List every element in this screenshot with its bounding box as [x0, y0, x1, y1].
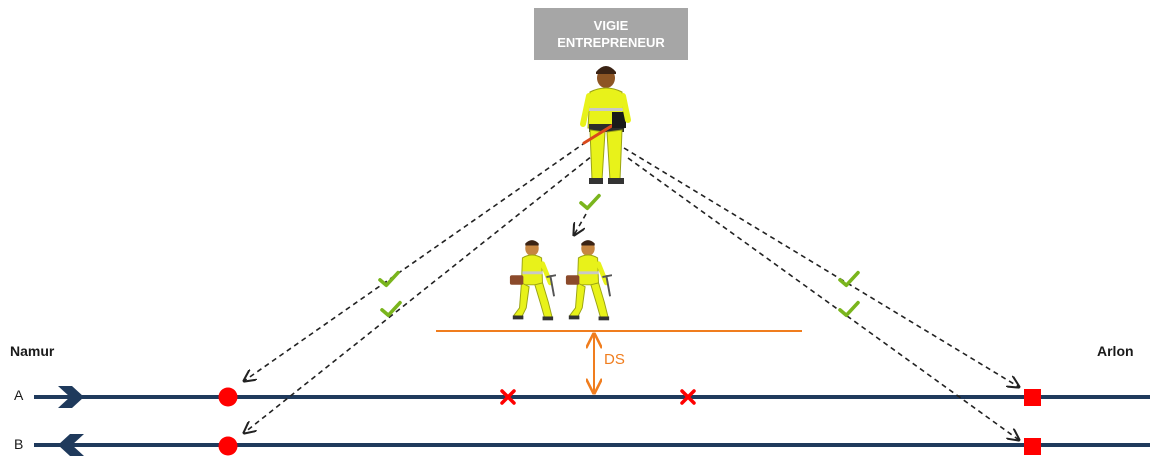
signal-icon-left-b	[218, 436, 238, 456]
track-a-label: A	[14, 387, 24, 403]
station-left: Namur	[10, 343, 55, 359]
arrow-to-left-signal-a	[244, 141, 587, 381]
track-b-label: B	[14, 436, 24, 452]
check-icon-left-2	[380, 300, 402, 318]
check-icon-left-1	[378, 270, 400, 288]
arrow-to-left-signal-b	[244, 151, 598, 433]
signal-icon-right-b	[1024, 438, 1041, 455]
communication-arrows	[244, 141, 1019, 440]
lookout-label-line1: VIGIE	[593, 18, 629, 33]
check-icon-right-2	[838, 300, 860, 318]
signal-icon-right-a	[1024, 389, 1041, 406]
worker-icon-2	[566, 240, 612, 320]
lookout-label-line2: ENTREPRENEUR	[557, 35, 665, 50]
worker-icon-1	[510, 240, 556, 320]
check-icon-workers	[579, 193, 601, 211]
station-right: Arlon	[1097, 343, 1134, 359]
direction-right-chevron-icon	[58, 386, 84, 408]
arrow-to-right-signal-a	[623, 147, 1019, 387]
lookout-worker-icon	[580, 66, 631, 184]
check-icon-right-1	[838, 270, 860, 288]
direction-left-chevron-icon	[58, 434, 84, 456]
cross-icon-left	[500, 389, 516, 405]
arrow-to-workers	[574, 213, 587, 235]
safety-distance-label: DS	[604, 351, 625, 368]
cross-icon-right	[680, 389, 696, 405]
signal-icon-left-a	[218, 387, 238, 407]
lookout-label-box: VIGIE ENTREPRENEUR	[534, 8, 688, 60]
